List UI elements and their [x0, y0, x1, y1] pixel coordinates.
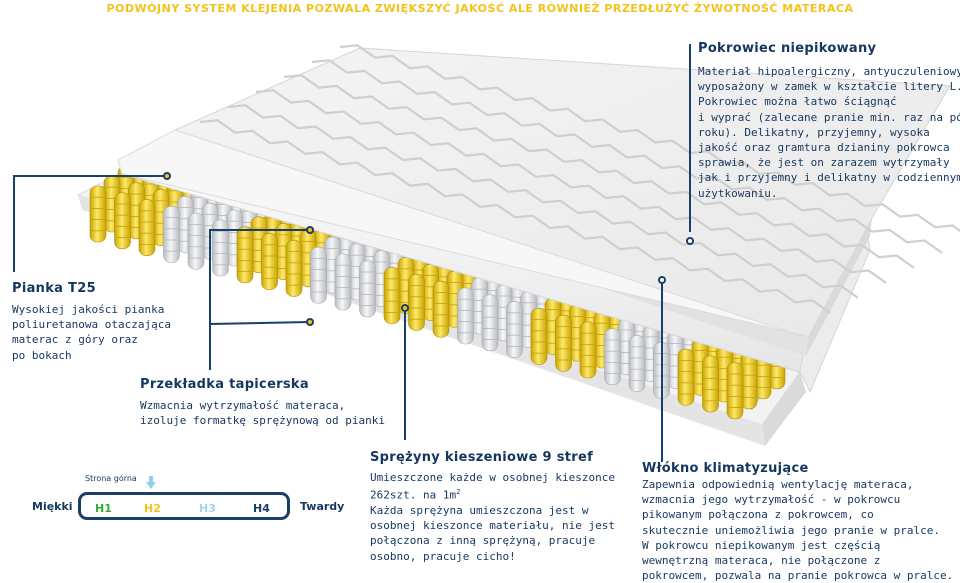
- quilting-line: [283, 74, 915, 269]
- pocket-spring: [702, 355, 719, 413]
- pocket-spring: [726, 362, 744, 420]
- pocket-spring: [212, 219, 229, 277]
- pocket-spring: [555, 314, 572, 372]
- springs-text-1: Umieszczone każde w osobnej kieszonce: [370, 471, 616, 484]
- quilting-line: [339, 44, 960, 233]
- pocket-spring: [310, 246, 327, 304]
- upholstery-callout: Przekładka tapicerska Wzmacnia wytrzymał…: [140, 377, 385, 428]
- hardness-h2: H2: [144, 502, 161, 515]
- pocket-spring: [530, 308, 548, 365]
- pocket-spring: [432, 280, 450, 338]
- pocket-spring: [285, 240, 303, 297]
- mattress-cover: [117, 44, 960, 356]
- top-side-label: Strona górna: [85, 474, 137, 483]
- foam-title: Pianka T25: [12, 281, 96, 296]
- fiber-text: Zapewnia odpowiednią wentylację materaca…: [642, 478, 954, 583]
- pocket-spring: [457, 287, 474, 345]
- hard-label: Twardy: [300, 500, 345, 513]
- springs-title: Sprężyny kieszeniowe 9 stref: [370, 450, 594, 465]
- pocket-spring: [506, 301, 523, 358]
- quilting-line: [227, 104, 859, 299]
- quilting-line: [311, 59, 943, 254]
- cover-title: Pokrowiec niepikowany: [698, 41, 877, 56]
- quilting-line: [199, 119, 831, 314]
- pocket-spring: [359, 260, 376, 318]
- fiber-callout: Włókno klimatyzujące Zapewnia odpowiedni…: [642, 461, 953, 583]
- pocket-spring: [261, 233, 278, 290]
- pocket-spring: [628, 335, 646, 392]
- springs-density: 262szt. na 1m: [370, 488, 457, 502]
- pocket-spring: [481, 294, 499, 352]
- springs-text-3: Każda sprężyna umieszczona jest w osobne…: [370, 504, 616, 563]
- quilting-line: [255, 89, 887, 284]
- pocket-spring: [138, 199, 156, 256]
- fiber-title: Włókno klimatyzujące: [642, 461, 809, 476]
- springs-density-exp: 2: [456, 488, 461, 497]
- pocket-spring: [740, 352, 758, 410]
- cover-text: Materiał hipoalergiczny, antyuczuleniowy…: [698, 65, 960, 200]
- foam-callout: Pianka T25 Wysokiej jakości pianka poliu…: [12, 281, 171, 363]
- pocket-spring: [408, 274, 425, 331]
- pocket-spring: [604, 328, 621, 386]
- pocket-spring: [383, 267, 401, 324]
- hardness-h3: H3: [199, 502, 216, 515]
- pocket-spring: [236, 226, 254, 284]
- pocket-spring: [579, 321, 597, 379]
- springs-text-2: 262szt. na 1m2: [370, 485, 615, 503]
- pocket-spring: [89, 185, 107, 243]
- down-arrow-icon: [146, 476, 156, 489]
- upholstery-text: Wzmacnia wytrzymałość materaca, izoluje …: [140, 399, 386, 428]
- hardness-h1: H1: [95, 502, 112, 515]
- callout-dots: [163, 172, 694, 326]
- foam-text: Wysokiej jakości pianka poliuretanowa ot…: [12, 303, 171, 362]
- soft-label: Miękki: [32, 500, 73, 513]
- pocket-spring: [187, 212, 205, 270]
- top-banner: PODWÓJNY SYSTEM KLEJENIA POZWALA ZWIĘKSZ…: [106, 2, 854, 15]
- hardness-scale: H1 H2 H3 H4: [78, 492, 290, 520]
- pocket-spring: [163, 206, 180, 263]
- upholstery-title: Przekładka tapicerska: [140, 377, 309, 392]
- pocket-spring: [114, 192, 131, 250]
- cover-callout: Pokrowiec niepikowany Materiał hipoalerg…: [698, 41, 960, 201]
- callout-lines: [13, 44, 691, 462]
- pocket-spring: [677, 348, 695, 406]
- springs-callout: Sprężyny kieszeniowe 9 stref Umieszczone…: [370, 450, 615, 564]
- hardness-h4: H4: [253, 502, 270, 515]
- pocket-spring: [334, 253, 352, 311]
